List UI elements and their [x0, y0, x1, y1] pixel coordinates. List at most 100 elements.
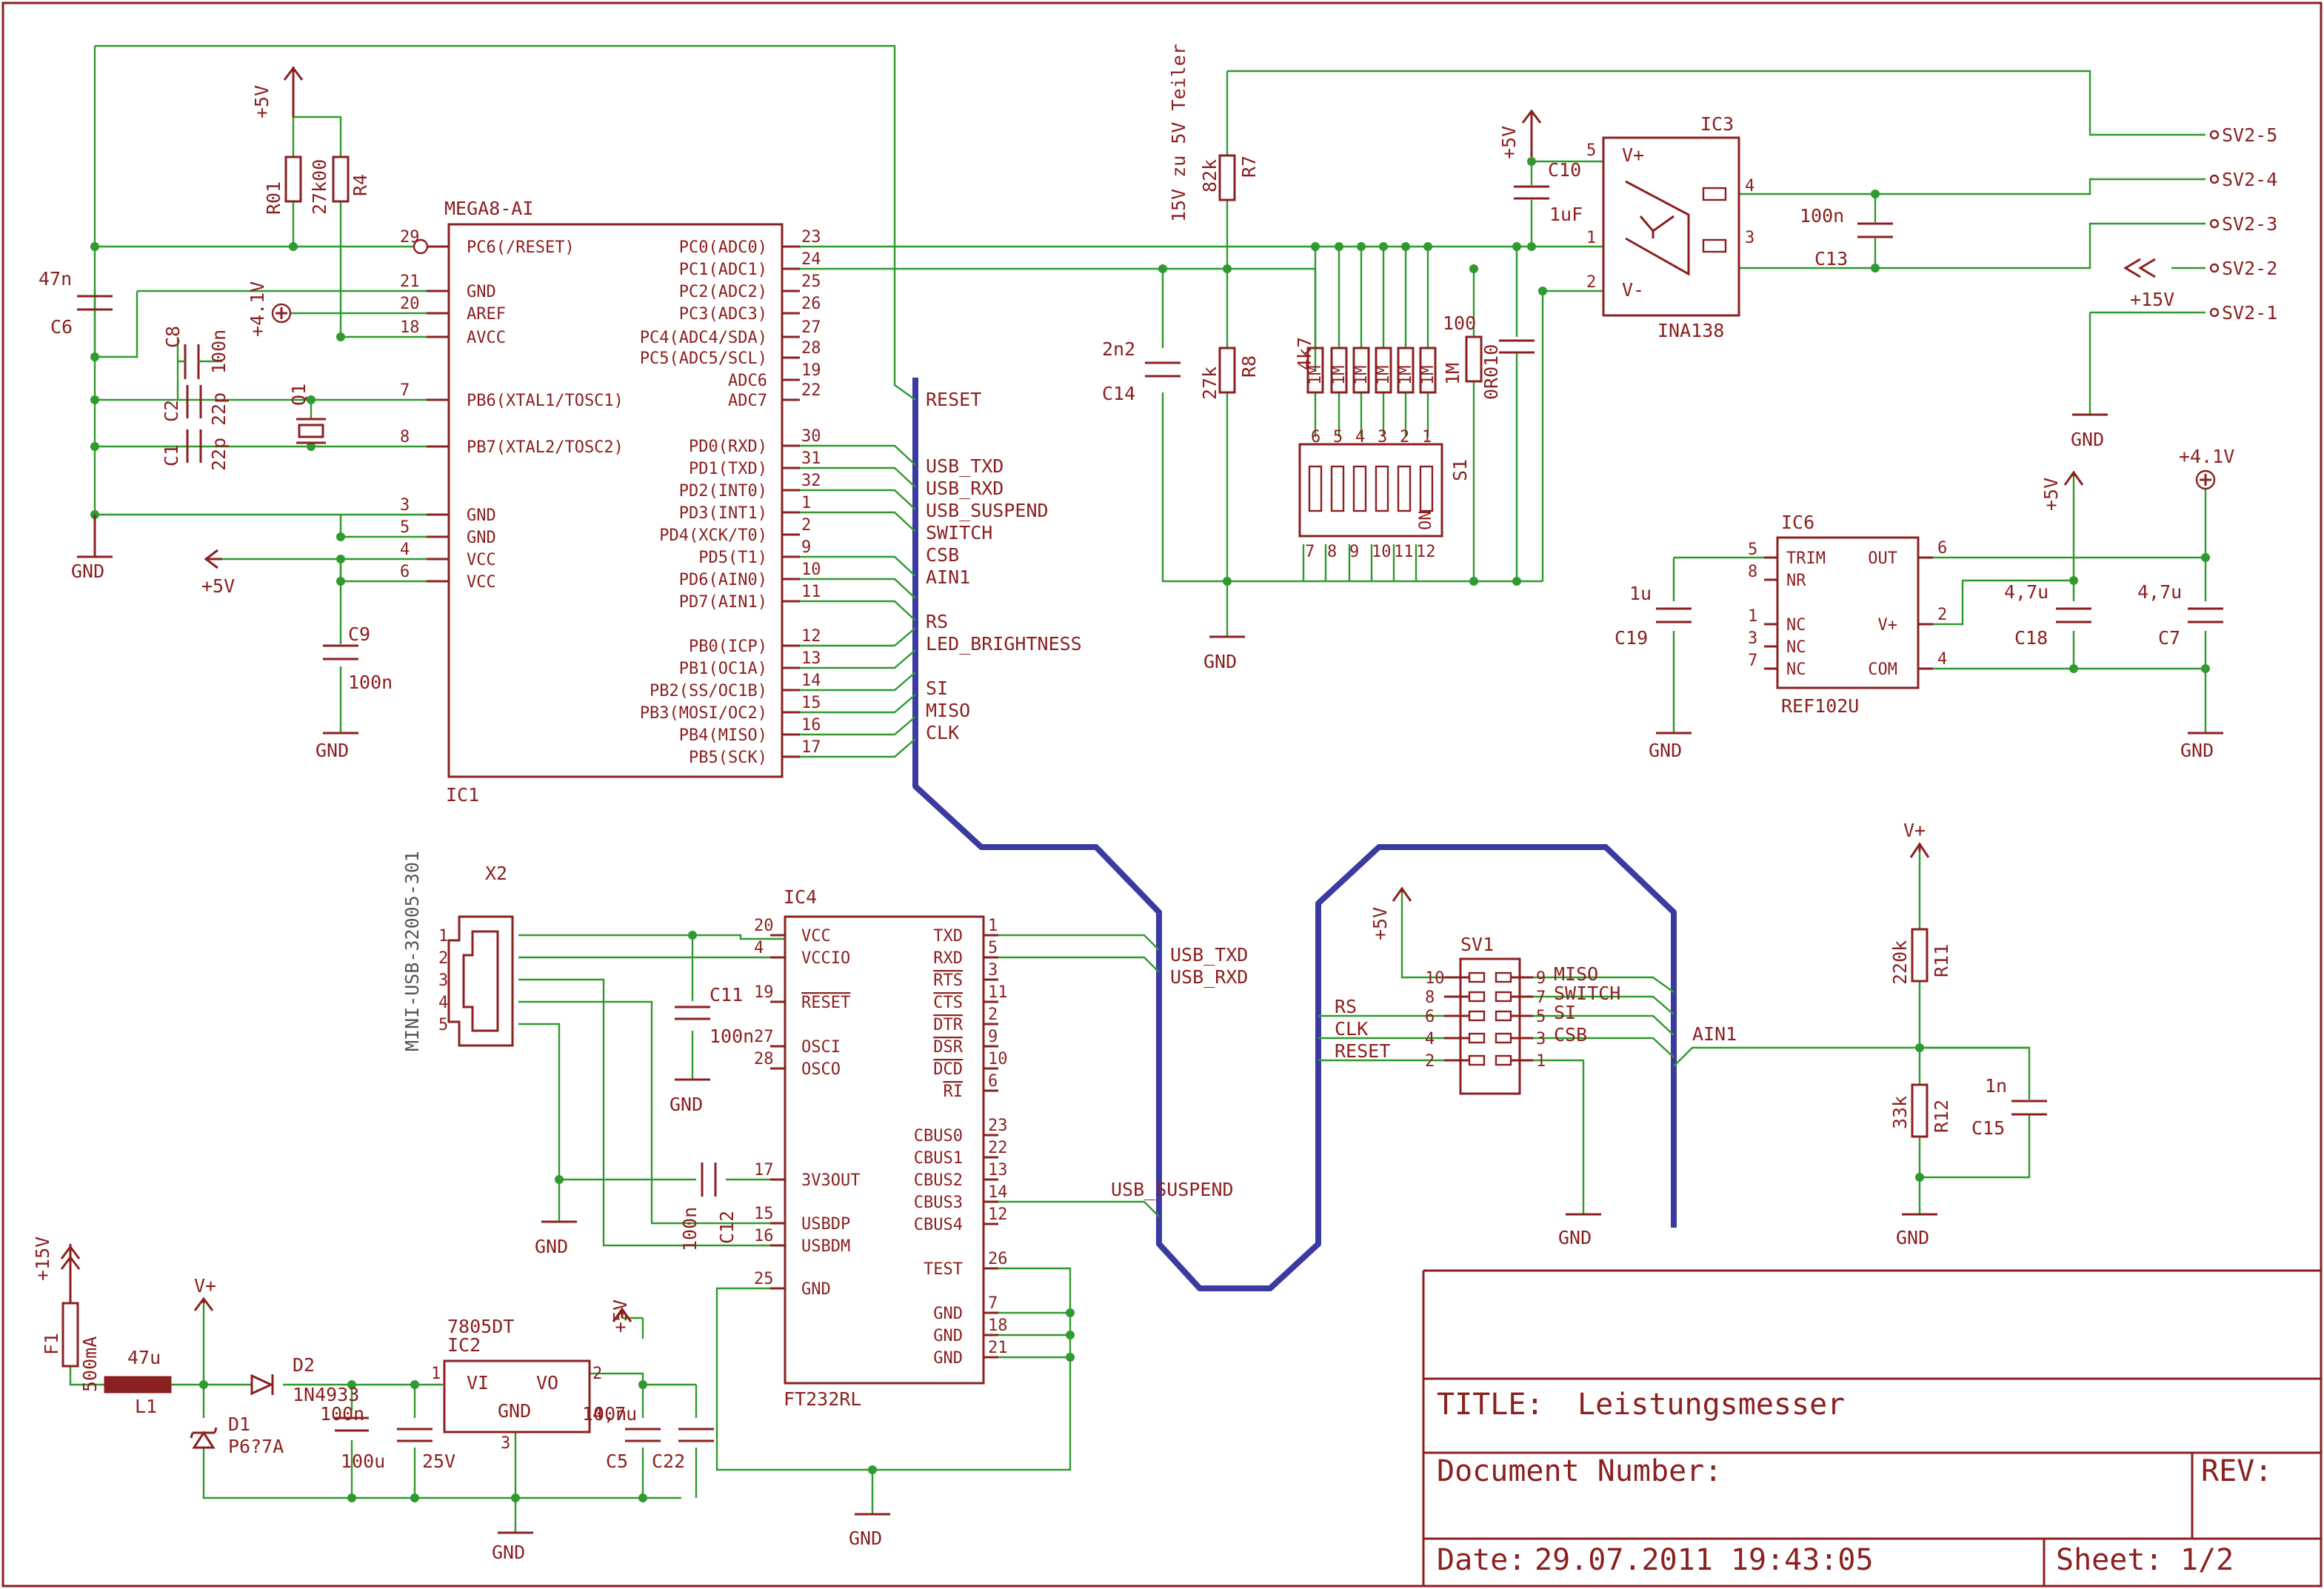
- s1-bottom-pin: 11: [1394, 543, 1414, 561]
- capacitor-c13[interactable]: 100n C13: [1800, 205, 1893, 270]
- capacitor-c7[interactable]: 4,7u C7: [2137, 581, 2223, 649]
- plus15v-label-sv2: +15V: [2130, 289, 2174, 310]
- resistor-r8[interactable]: 27k R8: [1199, 347, 1260, 400]
- diode-d1-tvs[interactable]: D1 P6?7A: [190, 1414, 284, 1457]
- ic1-pin-label: ADC6: [728, 372, 767, 390]
- ic1-pin-label: GND: [467, 283, 496, 301]
- resistor-r7[interactable]: 82k R7: [1199, 154, 1260, 201]
- capacitor-c18[interactable]: 4,7u C18: [2004, 581, 2091, 649]
- bus-label: MISO: [926, 700, 970, 721]
- ic1-pin-label: PD3(INT1): [679, 504, 767, 523]
- ic1-pin-label: AVCC: [467, 329, 506, 347]
- ic4-pin-num: 1: [988, 917, 998, 935]
- ic1-pin-num: 11: [801, 583, 821, 601]
- sv1-net: CLK: [1335, 1018, 1368, 1040]
- ic4-pin-label: GND: [933, 1327, 963, 1345]
- diode-d2[interactable]: D2 1N4933: [250, 1354, 359, 1405]
- gnd-symbol-r12: GND: [1896, 1213, 1937, 1248]
- sv1-name: SV1: [1460, 934, 1494, 955]
- ic3-ina138[interactable]: IC3 INA138 V+ V- 5 1 4 3 2: [1586, 113, 1754, 341]
- ic1-pin-label: PD1(TXD): [689, 460, 767, 478]
- fuse-f1[interactable]: F1 500mA: [41, 1302, 101, 1392]
- capacitor-c15[interactable]: 1n C15: [1971, 1075, 2047, 1139]
- c2-label: C2: [161, 400, 182, 422]
- ic4-pin-label: RXD: [933, 949, 963, 968]
- c7-value: 4,7u: [2137, 581, 2182, 603]
- c18-value: 4,7u: [2004, 581, 2048, 603]
- bus-label: SI: [926, 678, 948, 699]
- s1-slider: [1397, 465, 1412, 512]
- ic4-net-usb-suspend: USB_SUSPEND: [1111, 1179, 1234, 1200]
- sv1-pin: [1495, 1010, 1512, 1022]
- capacitor-c9[interactable]: C9 100n: [323, 623, 393, 693]
- c14-label: C14: [1102, 383, 1135, 404]
- sv1-net: RESET: [1335, 1040, 1390, 1062]
- capacitor-c2[interactable]: C2 22p: [161, 385, 230, 426]
- capacitor-c4-100u[interactable]: 100u 25V: [341, 1428, 455, 1472]
- sv1-net: MISO: [1554, 963, 1598, 985]
- ic6-pin-label: NC: [1786, 616, 1806, 635]
- inductor-l1[interactable]: 47u L1: [104, 1347, 172, 1417]
- r7-value: 82k: [1199, 159, 1221, 193]
- ic1-pin-num: 15: [801, 694, 821, 712]
- sv2-arrow: [2123, 258, 2156, 278]
- capacitor-c1[interactable]: C1 22p: [161, 429, 230, 471]
- title-label: TITLE:: [1437, 1388, 1544, 1422]
- ic1-pin-label: PC5(ADC5/SCL): [640, 349, 767, 368]
- ic4-pin-num: 18: [988, 1317, 1008, 1335]
- d2-value: 1N4933: [293, 1384, 359, 1405]
- ic1-bus-labels: RESETUSB_TXDUSB_RXDUSB_SUSPENDSWITCHCSBA…: [926, 389, 1082, 743]
- capacitor-c10[interactable]: C10 1uF: [1514, 159, 1583, 225]
- capacitor-c12[interactable]: 100n C12: [679, 1163, 738, 1251]
- plus5v-label-4: +5V: [2040, 478, 2062, 511]
- c22-value: 100n: [582, 1403, 627, 1425]
- resistor-r4[interactable]: R4: [332, 155, 371, 203]
- ain1-label: AIN1: [1692, 1023, 1737, 1045]
- ic1-pin-label: PC3(ADC3): [679, 305, 767, 324]
- s1-on-label: ON: [1417, 511, 1435, 531]
- shunt-resistor: [1352, 347, 1370, 394]
- ic4-pin-label: GND: [933, 1305, 963, 1323]
- capacitor-c3-100n[interactable]: 100n: [320, 1403, 369, 1432]
- ic1-pin-num: 13: [801, 649, 821, 668]
- resistor-r01[interactable]: R01 27k00: [263, 155, 330, 215]
- gnd-label-c11: GND: [670, 1094, 703, 1115]
- capacitor-c11[interactable]: C11 100n: [675, 984, 754, 1047]
- shunt-0r010[interactable]: 0R010 1M: [1442, 335, 1502, 400]
- capacitor-c5[interactable]: 4,7u C5: [592, 1403, 661, 1472]
- capacitor-c22[interactable]: C22 100n: [582, 1403, 714, 1472]
- capacitor-c6[interactable]: 47n C6: [39, 268, 113, 338]
- ic2-7805dt[interactable]: IC2 7805DT 7805DT VI VO GND 1 2 3: [431, 1316, 602, 1453]
- ic1-left-pins: 29PC6(/RESET)21GND20AREF18AVCC7PB6(XTAL1…: [400, 228, 624, 592]
- s1-bottom-pin: 9: [1349, 543, 1359, 561]
- capacitor-c19[interactable]: 1u C19: [1615, 583, 1692, 649]
- capacitor-c8[interactable]: C8 100n: [162, 326, 230, 379]
- bus-label: RESET: [926, 389, 981, 410]
- ic1-pin-label: PC4(ADC4/SDA): [640, 329, 767, 347]
- ic4-ft232rl[interactable]: IC4 FT232RL 20VCC4VCCIO19RESET27OSCI28OS…: [754, 886, 1008, 1410]
- capacitor-100-shunt[interactable]: 100: [1443, 312, 1535, 354]
- gnd-symbol-sv1: GND: [1558, 1213, 1601, 1248]
- ic4-pin-label: CTS: [933, 994, 963, 1012]
- ic4-pin-num: 6: [988, 1072, 998, 1091]
- capacitor-c14[interactable]: 2n2 C14: [1102, 338, 1181, 404]
- resistor-r11[interactable]: 220k R11: [1889, 928, 1952, 985]
- s1-bottom-pin: 7: [1305, 543, 1315, 561]
- sv1-pin-num: 2: [1425, 1052, 1435, 1071]
- shunt-value: 1M: [1419, 366, 1438, 386]
- ic1-mega8[interactable]: MEGA8-AI IC1 29PC6(/RESET)21GND20AREF18A…: [400, 198, 821, 806]
- crystal-q1[interactable]: Q1: [288, 384, 326, 444]
- c6-label: C6: [50, 316, 73, 338]
- s1-slider: [1352, 465, 1367, 512]
- x2-pin-num: 3: [438, 971, 448, 990]
- ic2-pin3: 3: [501, 1434, 510, 1453]
- x2-pin-num: 1: [438, 927, 448, 946]
- c10-label: C10: [1548, 159, 1581, 181]
- resistor-r12[interactable]: 33k R12: [1889, 1083, 1952, 1138]
